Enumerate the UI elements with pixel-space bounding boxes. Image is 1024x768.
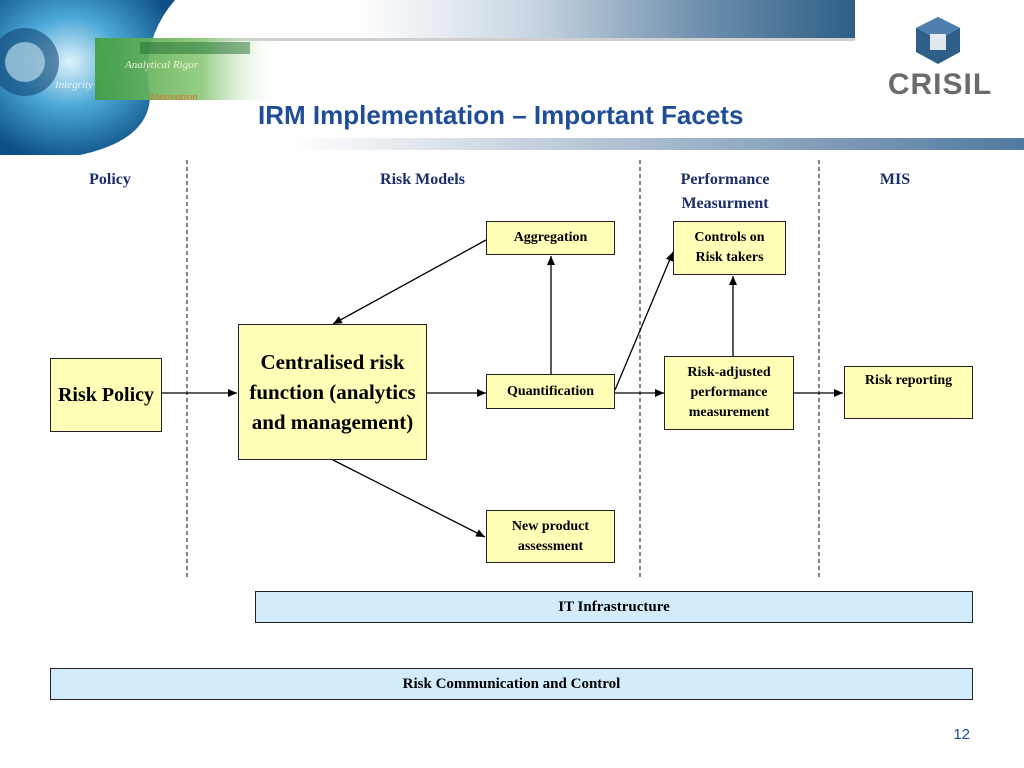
logo-text: CRISIL xyxy=(888,68,992,101)
header-band-line xyxy=(0,38,855,41)
arrow-central-to-new-product xyxy=(332,459,486,538)
art-word-3: Innovation xyxy=(149,91,198,103)
arrow-quantification-to-controls xyxy=(614,251,674,391)
eye-globe-icon: Analytical Rigor Integrity Innovation xyxy=(0,0,275,155)
box-new-product-assessment: New product assessment xyxy=(486,510,615,563)
bar-risk-communication: Risk Communication and Control xyxy=(50,668,973,700)
column-header-risk-models: Risk Models xyxy=(380,171,465,188)
column-header-policy: Policy xyxy=(89,171,131,188)
crisil-cube-icon: CRISIL xyxy=(888,17,992,101)
box-risk-policy: Risk Policy xyxy=(50,358,162,432)
box-controls-on-risk-takers: Controls on Risk takers xyxy=(673,221,786,275)
art-word-1: Analytical Rigor xyxy=(124,59,199,71)
art-word-2: Integrity xyxy=(54,79,93,91)
page-number: 12 xyxy=(953,726,970,743)
slide-title: IRM Implementation – Important Facets xyxy=(258,100,744,130)
box-risk-reporting: Risk reporting xyxy=(844,366,973,419)
box-aggregation: Aggregation xyxy=(486,221,615,255)
box-quantification: Quantification xyxy=(486,374,615,409)
header-artwork: Analytical Rigor Integrity Innovation xyxy=(0,0,290,155)
box-centralised-risk-function: Centralised risk function (analytics and… xyxy=(238,324,427,460)
crisil-logo: CRISIL xyxy=(880,12,1000,102)
bar-it-infrastructure: IT Infrastructure xyxy=(255,591,973,623)
column-header-performance: Performance Measurment xyxy=(680,171,770,212)
title-underline xyxy=(290,138,1024,150)
arrow-aggregation-to-central xyxy=(332,239,487,325)
box-risk-adjusted-performance: Risk-adjusted performance measurement xyxy=(664,356,794,430)
column-header-mis: MIS xyxy=(879,171,911,188)
